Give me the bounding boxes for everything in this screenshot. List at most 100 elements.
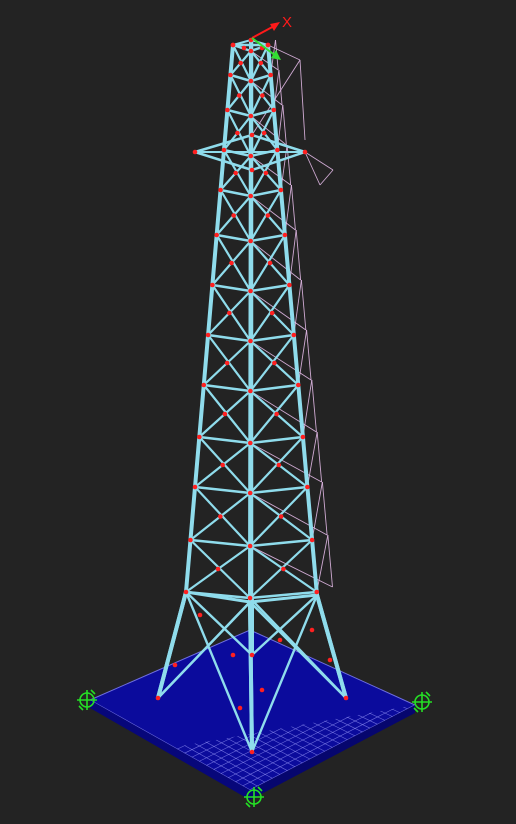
joint-node[interactable] [276,462,282,468]
tower-member[interactable] [315,593,348,700]
joint-node[interactable] [267,260,273,266]
tower-member[interactable] [232,39,252,46]
tower-member[interactable] [248,485,309,495]
joint-node[interactable] [305,484,310,490]
tower-member[interactable] [219,188,252,198]
fixed-support-icon[interactable] [244,786,264,808]
joint-node[interactable] [278,187,284,193]
tower-member[interactable] [250,133,307,154]
joint-node[interactable] [309,537,315,543]
joint-node[interactable] [249,167,255,173]
joint-node[interactable] [248,388,253,394]
joint-node[interactable] [271,107,277,113]
tower-member[interactable] [193,150,254,172]
joint-node[interactable] [314,589,320,595]
joint-node[interactable] [247,595,253,601]
joint-node[interactable] [235,130,240,136]
joint-node[interactable] [215,566,221,572]
joint-node[interactable] [238,60,244,66]
joint-node[interactable] [197,434,202,440]
joint-node[interactable] [327,657,333,663]
tower-member[interactable] [250,150,307,172]
tower-member[interactable] [189,538,252,548]
tower-member[interactable] [249,73,272,83]
joint-node[interactable] [205,332,211,338]
joint-node[interactable] [269,310,275,316]
tower-member[interactable] [266,43,319,597]
tower-joints[interactable] [155,37,349,755]
joint-node[interactable] [224,360,230,366]
joint-node[interactable] [172,662,178,668]
tower-member[interactable] [229,73,253,83]
tower-member[interactable] [156,590,188,700]
supports[interactable] [77,689,432,808]
tower-member[interactable] [156,598,254,700]
joint-node[interactable] [230,652,236,658]
joint-node[interactable] [248,238,253,244]
joint-node[interactable] [236,93,242,98]
joint-node[interactable] [188,537,193,543]
joint-node[interactable] [230,42,236,48]
joint-node[interactable] [222,411,228,417]
tower-member[interactable] [248,538,314,548]
joint-node[interactable] [282,232,288,238]
tower-member[interactable] [249,233,287,243]
joint-node[interactable] [228,72,233,78]
joint-node[interactable] [201,382,207,388]
tower-member[interactable] [184,590,252,604]
joint-node[interactable] [237,705,243,711]
joint-node[interactable] [227,310,232,316]
joint-node[interactable] [268,72,273,78]
tower-member[interactable] [226,108,253,118]
joint-node[interactable] [261,130,267,136]
tower-member[interactable] [249,485,309,548]
joint-node[interactable] [218,187,223,193]
joint-node[interactable] [220,462,225,468]
tower-member[interactable] [211,283,252,293]
joint-node[interactable] [263,170,269,176]
joint-node[interactable] [248,193,254,199]
joint-node[interactable] [260,93,265,98]
joint-node[interactable] [229,260,234,266]
tower-member[interactable] [202,383,252,393]
joint-node[interactable] [272,360,277,366]
joint-node[interactable] [249,652,255,658]
tower-member[interactable] [249,188,283,198]
tower-member[interactable] [248,538,314,600]
joint-node[interactable] [248,48,254,54]
tower-member[interactable] [193,485,252,495]
joint-node[interactable] [309,627,315,633]
joint-node[interactable] [265,42,271,48]
joint-node[interactable] [221,147,227,153]
joint-node[interactable] [278,514,284,519]
joint-node[interactable] [287,282,292,288]
joint-node[interactable] [210,282,215,288]
joint-node[interactable] [233,170,238,176]
tower-member[interactable] [206,333,252,343]
joint-node[interactable] [281,566,286,572]
joint-node[interactable] [248,78,254,84]
fixed-support-icon[interactable] [77,689,97,711]
joint-node[interactable] [247,440,253,446]
tower-member[interactable] [198,435,252,445]
joint-node[interactable] [225,107,230,113]
joint-node[interactable] [248,153,254,159]
joint-node[interactable] [343,695,349,701]
joint-node[interactable] [241,45,247,51]
tower-member[interactable] [248,593,319,604]
tower-member[interactable] [184,43,235,594]
tower-members[interactable] [156,38,348,754]
joint-node[interactable] [155,695,161,701]
tower-member[interactable] [249,333,296,343]
tower-member[interactable] [249,283,291,293]
tower-member[interactable] [248,590,318,600]
tower-member[interactable] [249,108,276,118]
joint-node[interactable] [247,490,253,496]
joint-node[interactable] [218,514,223,519]
tower-member[interactable] [249,435,305,445]
tower-member[interactable] [250,598,348,700]
tower-member[interactable] [250,593,319,754]
joint-node[interactable] [214,232,219,238]
joint-node[interactable] [265,213,271,218]
